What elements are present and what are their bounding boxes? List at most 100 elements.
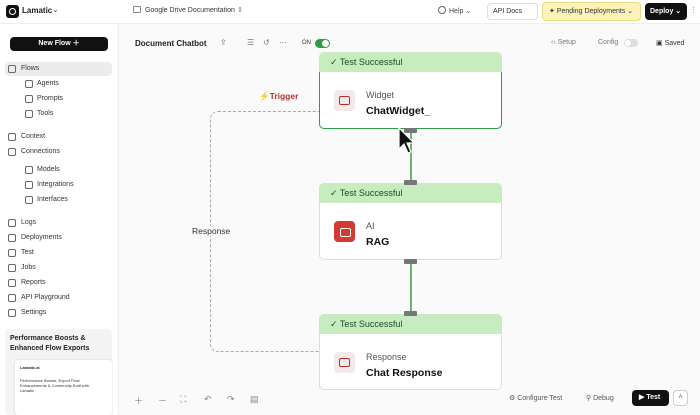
chevron-down-icon[interactable]: ⌄ [52,5,59,14]
flow-title[interactable]: Document Chatbot [135,39,207,48]
sidebar-item-label: Agents [37,80,59,87]
sidebar-item-label: Context [21,133,46,140]
sidebar-item-label: Deployments [21,234,62,241]
node-status-header: ✓ Test Successful [319,314,502,334]
test-label: Test [646,394,661,401]
output-port[interactable] [404,128,417,133]
share-icon[interactable]: ⇪ [220,38,227,47]
sidebar-item-logs[interactable]: Logs [0,216,119,230]
sidebar-item-label: Tools [37,110,54,117]
sidebar-item-interfaces[interactable]: Interfaces [0,193,119,207]
sidebar-item-label: Prompts [37,95,64,102]
promo-text: Performance Boosts, Export Flow Enhancem… [20,378,89,393]
config-label: Config [598,39,619,46]
history-icon[interactable]: ↺ [263,38,270,47]
sidebar-item-test[interactable]: Test [0,246,119,260]
lamatic-logo-icon[interactable] [6,5,19,18]
test-icon [8,249,16,257]
list-icon[interactable]: ☰ [247,38,255,47]
edge-widget-to-ai [410,131,412,183]
api-docs-label: API Docs [493,8,523,15]
sidebar-item-deployments[interactable]: Deployments [0,231,119,245]
sidebar-item-label: Integrations [37,181,74,188]
input-port[interactable] [404,180,417,185]
saved-status: ▣ Saved [656,40,685,47]
node-body: Response Chat Response [319,334,502,390]
undo-icon[interactable]: ↶ [204,394,212,404]
node-status-text: Test Successful [339,57,403,67]
trigger-label: Trigger [269,91,299,101]
zoom-out-icon[interactable]: － [158,396,168,406]
promo-image: Lamatic.ai Performance Boosts, Export Fl… [15,360,112,415]
notes-icon[interactable]: ▤ [250,394,259,404]
sidebar-item-tools[interactable]: Tools [0,107,119,121]
node-ai-rag[interactable]: ✓ Test Successful AI RAG [319,183,502,261]
sidebar-item-connections[interactable]: Connections [0,145,119,159]
chevron-updown-icon[interactable]: ⇕ [237,7,243,14]
fit-view-icon[interactable]: ⛶ [180,394,187,404]
jobs-icon [8,264,16,272]
config-toggle[interactable] [624,39,638,47]
pending-deployments-button[interactable]: ✦ Pending Deployments ⌄ [542,2,641,21]
api-playground-icon [8,294,16,302]
project-title[interactable]: Google Drive Documentation [145,7,235,14]
new-flow-button[interactable]: New Flow ＋ [10,37,108,51]
new-flow-label: New Flow [38,40,71,47]
flow-active-toggle[interactable] [315,39,330,48]
models-icon [25,166,33,174]
sidebar-item-api-playground[interactable]: API Playground [0,291,119,305]
sidebar-item-reports[interactable]: Reports [0,276,119,290]
node-widget[interactable]: ✓ Test Successful Widget ChatWidget_ [319,52,502,130]
response-edge-label: Response [190,226,233,236]
node-status-text: Test Successful [339,188,403,198]
redo-icon[interactable]: ↷ [227,394,235,404]
sidebar-item-label: API Playground [21,294,70,301]
edge-ai-to-response [410,262,412,315]
node-name: RAG [366,236,390,248]
setup-button[interactable]: ‹› Setup [551,39,576,46]
pending-label: Pending Deployments [556,8,626,15]
node-status-text: Test Successful [339,319,403,329]
top-bar: Lamatic ⌄ Google Drive Documentation ⇕ H… [0,0,700,24]
sidebar-item-label: Settings [21,309,47,316]
sidebar-item-label: Test [21,249,34,256]
api-docs-button[interactable]: API Docs [487,3,538,20]
sidebar-item-flows[interactable]: Flows [5,62,112,76]
promo-card[interactable]: Performance Boosts & Enhanced Flow Expor… [5,329,112,415]
sidebar-item-label: Jobs [21,264,36,271]
test-button[interactable]: ▶ Test [632,390,669,406]
zoom-in-icon[interactable]: ＋ [134,396,144,406]
workspace-name[interactable]: Lamatic [22,6,53,15]
sidebar-item-jobs[interactable]: Jobs [0,261,119,275]
node-status-header: ✓ Test Successful [319,183,502,203]
sidebar-item-integrations[interactable]: Integrations [0,178,119,192]
more-icon[interactable]: ⋯ [279,38,287,47]
sidebar-item-models[interactable]: Models [0,163,119,177]
help-button[interactable]: Help ⌄ [438,6,471,15]
sidebar-item-prompts[interactable]: Prompts [0,92,119,106]
mouse-cursor-icon [398,127,416,154]
node-chat-response[interactable]: ✓ Test Successful Response Chat Response [319,314,502,390]
input-port[interactable] [404,311,417,316]
configure-test-button[interactable]: ⚙ Configure Test [509,395,563,402]
configure-test-label: Configure Test [517,395,563,402]
node-body: Widget ChatWidget_ [319,72,502,129]
interfaces-icon [25,196,33,204]
folder-icon [133,6,141,13]
chevron-up-icon[interactable]: ˄ [673,390,688,406]
sidebar-item-label: Connections [21,148,60,155]
sidebar-item-settings[interactable]: Settings [0,306,119,320]
debug-button[interactable]: ⚲ Debug [586,395,614,402]
deploy-button[interactable]: Deploy ⌄ [645,3,687,20]
setup-label: Setup [557,39,576,46]
promo-brand: Lamatic.ai [20,365,40,370]
output-port[interactable] [404,259,417,264]
promo-title: Performance Boosts & Enhanced Flow Expor… [10,335,90,352]
sidebar-item-agents[interactable]: Agents [0,77,119,91]
prompts-icon [25,95,33,103]
message-icon [334,90,355,111]
node-kind: Widget [366,90,395,100]
sidebar-item-context[interactable]: Context [0,130,119,144]
node-kind: AI [366,221,375,231]
more-icon[interactable]: ⋮ [690,7,697,14]
